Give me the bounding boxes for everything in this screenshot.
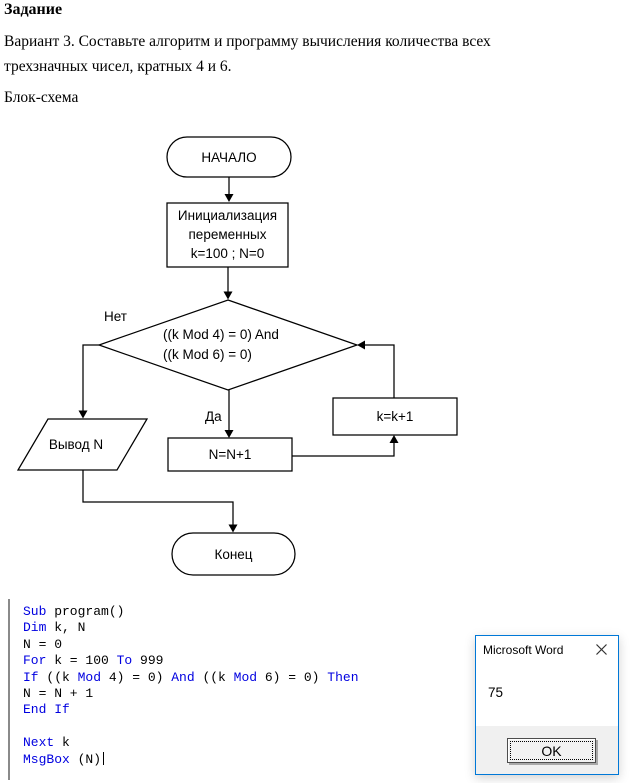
end-terminator-shape — [171, 532, 296, 576]
arrowhead-down-icon — [224, 430, 234, 438]
dialog-message: 75 — [488, 685, 504, 700]
yes-branch-label: Да — [205, 409, 222, 424]
decision-diamond-shape — [97, 299, 359, 391]
code-text: k, N — [46, 620, 86, 636]
increment-n-label: N=N+1 — [208, 447, 252, 462]
condition-line1: ((k Mod 4) = 0) And — [163, 327, 279, 342]
code-text: 6) = 0) — [257, 669, 328, 685]
code-keyword: End If — [23, 702, 70, 718]
condition-label: ((k Mod 4) = 0) And ((k Mod 6) = 0) — [163, 325, 279, 365]
code-keyword: Dim — [23, 620, 47, 636]
close-icon — [595, 644, 607, 655]
code-keyword: Then — [327, 669, 359, 685]
code-line: Next k — [23, 735, 463, 751]
arrowhead-left-icon — [357, 340, 365, 350]
arrowhead-down-icon — [78, 410, 88, 419]
code-line: N = N + 1 — [23, 686, 463, 702]
code-text: N = 0 — [23, 636, 63, 652]
start-terminator-shape — [166, 136, 292, 178]
code-text: N = N + 1 — [23, 685, 94, 701]
code-keyword: To — [116, 653, 133, 669]
code-line: Dim k, N — [23, 620, 463, 636]
end-label: Конец — [214, 546, 253, 562]
flowchart-canvas — [16, 136, 458, 576]
arrowhead-down-icon — [228, 524, 238, 533]
code-keyword: Mod — [233, 669, 258, 685]
code-text: k = 100 — [46, 653, 117, 669]
init-label-line2: переменных — [188, 227, 267, 242]
code-text: ((k — [38, 669, 78, 685]
output-label: Вывод N — [48, 437, 104, 452]
task-description: Вариант 3. Составьте алгоритм и программ… — [4, 33, 491, 75]
code-line: MsgBox (N) — [23, 751, 463, 768]
arrowhead-down-icon — [224, 194, 234, 202]
arrowhead-down-icon — [223, 291, 233, 300]
code-line: End If — [23, 702, 463, 718]
dialog-titlebar[interactable]: Microsoft Word — [476, 636, 618, 663]
code-keyword: Next — [23, 735, 55, 751]
code-line — [23, 719, 463, 735]
code-text: 999 — [132, 653, 164, 669]
condition-line2: ((k Mod 6) = 0) — [163, 347, 252, 362]
start-label: НАЧАЛО — [201, 149, 257, 165]
text-caret — [103, 751, 105, 765]
output-parallelogram-shape — [16, 418, 149, 471]
init-label-line1: Инициализация — [177, 208, 278, 223]
connector-no-branch — [82, 344, 99, 411]
connector-k-to-decision — [364, 344, 395, 398]
dialog-title: Microsoft Word — [483, 642, 564, 657]
init-label: Инициализация переменных k=100 ; N=0 — [167, 206, 288, 263]
code-keyword: Sub — [23, 604, 47, 619]
arrowhead-up-icon — [389, 435, 399, 443]
code-text: program() — [46, 604, 125, 619]
connector-n-to-k — [292, 442, 395, 457]
dialog-footer: OK — [476, 726, 618, 774]
task-heading: Задание — [4, 1, 63, 18]
increment-n-shape — [167, 437, 293, 472]
code-line: For k = 100 To 999 — [23, 653, 463, 669]
init-process-shape — [166, 202, 289, 268]
code-line: Sub program() — [23, 604, 463, 620]
flowchart-caption: Блок-схема — [4, 89, 79, 106]
ok-button[interactable]: OK — [507, 738, 596, 763]
connector-output-to-end — [82, 470, 234, 525]
code-text: (N) — [69, 751, 102, 767]
code-keyword: MsgBox — [23, 751, 70, 767]
code-text: k — [54, 735, 70, 751]
code-text: ((k — [194, 669, 234, 685]
code-line: If ((k Mod 4) = 0) And ((k Mod 6) = 0) T… — [23, 670, 463, 686]
code-keyword: And — [171, 669, 195, 685]
init-label-line3: k=100 ; N=0 — [190, 246, 265, 261]
increment-k-label: k=k+1 — [376, 409, 414, 424]
code-keyword: Mod — [77, 669, 102, 685]
close-button[interactable] — [584, 636, 618, 663]
code-keyword: For — [23, 653, 47, 669]
no-branch-label: Нет — [104, 309, 127, 324]
code-keyword: If — [23, 669, 39, 685]
increment-k-shape — [332, 397, 458, 436]
msgbox-dialog: Microsoft Word 75 OK — [475, 635, 619, 775]
code-line: N = 0 — [23, 637, 463, 653]
code-text: 4) = 0) — [101, 669, 172, 685]
